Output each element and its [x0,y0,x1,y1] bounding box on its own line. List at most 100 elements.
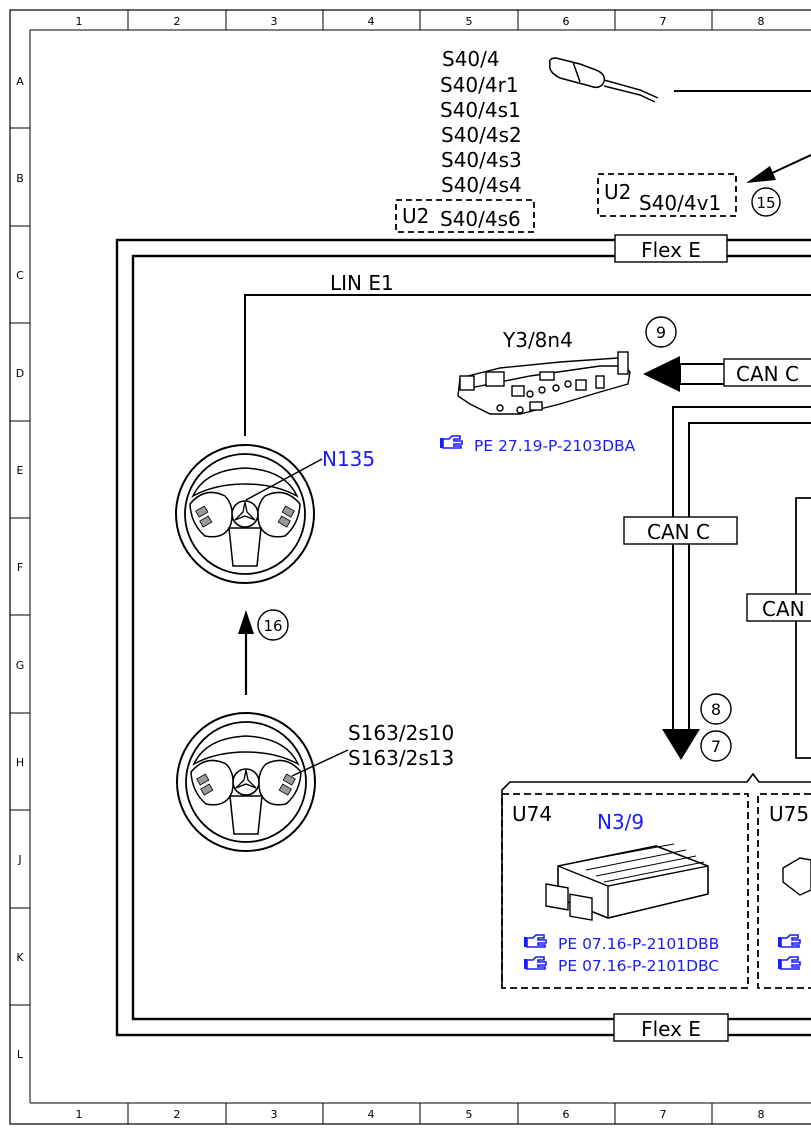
transmission-controller-icon [457,351,631,415]
col-label-bottom-5: 5 [466,1108,473,1121]
col-label-6: 6 [563,15,570,28]
label-s163-2s10: S163/2s10 [348,721,454,745]
row-label-f: F [17,561,23,574]
label-u74: U74 [512,802,552,826]
col-label-2: 2 [174,15,181,28]
row-label-c: C [16,269,24,282]
label-u2-1: U2 [402,204,429,228]
hand-pointer-icon [439,435,463,449]
control-unit-icon [545,843,709,921]
bus-can-c-outer [672,406,811,730]
callout-7 [700,730,732,762]
u2-box-s40-4s6 [395,199,535,233]
bus-text-flex-e-bottom: Flex E [641,1017,701,1041]
bus-label-flex-e-top [614,234,728,263]
label-s40-4s4: S40/4s4 [441,173,522,197]
col-label-bottom-6: 6 [563,1108,570,1121]
bus-text-can-partial: CAN [762,597,805,621]
label-s40-4s6: S40/4s6 [440,207,521,231]
hand-pointer-icon [523,956,547,970]
control-unit-icon-partial [782,857,811,896]
callout-8-text: 8 [711,700,721,719]
bus-label-flex-e-bottom [613,1013,729,1042]
col-label-bottom-3: 3 [271,1108,278,1121]
u75-box-partial [757,793,811,989]
col-label-bottom-2: 2 [174,1108,181,1121]
label-u2-2: U2 [604,180,631,204]
col-label-7: 7 [660,15,667,28]
steering-wheel-icon [175,444,315,584]
hand-pointer-icon [523,934,547,948]
col-label-1: 1 [76,15,83,28]
ref-n3-9-1[interactable]: PE 07.16-P-2101DBB [558,935,719,953]
partial-box-right [795,497,811,759]
arrow-16 [238,610,254,634]
ref-y3-8n4[interactable]: PE 27.19-P-2103DBA [474,437,636,455]
col-label-bottom-8: 8 [758,1108,765,1121]
leader-n135 [245,458,323,501]
hand-pointer-icon [777,934,801,948]
bus-text-can-c-vertical: CAN C [647,520,710,544]
u74-container-top [501,772,811,988]
row-label-b: B [16,172,24,185]
arrow-can-c-into-y3 [643,356,680,392]
bus-label-can-partial [746,593,811,622]
wire-to-s40-4v1 [769,154,811,175]
col-label-3: 3 [271,15,278,28]
col-label-5: 5 [466,15,473,28]
flex-e-inner [131,254,811,1021]
row-label-k: K [16,951,24,964]
label-s40-4r1: S40/4r1 [440,73,519,97]
bus-can-c-inner [688,422,811,730]
flex-e-outer [115,238,811,1037]
row-label-g: G [16,659,25,672]
callout-7-text: 7 [711,737,721,756]
col-label-4: 4 [368,15,375,28]
label-s40-4s2: S40/4s2 [441,123,522,147]
callout-16-text: 16 [263,617,282,635]
row-ruler-ticks [10,127,30,1006]
label-s163-2s13: S163/2s13 [348,746,454,770]
row-label-h: H [16,756,24,769]
row-label-l: L [17,1048,24,1061]
col-label-bottom-1: 1 [76,1108,83,1121]
row-label-d: D [16,367,24,380]
callout-15 [751,187,781,217]
bus-text-flex-e-top: Flex E [641,238,701,262]
bus-text-lin-e1: LIN E1 [330,271,394,295]
u74-box [501,793,749,989]
bus-label-can-c-vertical [623,516,738,545]
callout-9-text: 9 [656,323,666,342]
bus-text-can-c-right: CAN C [736,362,799,386]
callout-15-text: 15 [756,194,775,212]
row-label-a: A [16,75,24,88]
row-label-e: E [17,464,24,477]
label-s40-4: S40/4 [442,47,500,71]
col-label-bottom-4: 4 [368,1108,375,1121]
combination-switch-icon [548,57,659,103]
row-label-j: J [17,853,21,866]
leader-s163 [291,749,349,777]
callout-9 [645,316,677,348]
label-s40-4s1: S40/4s1 [440,98,521,122]
col-label-bottom-7: 7 [660,1108,667,1121]
hand-pointer-icon [777,956,801,970]
label-s40-4s3: S40/4s3 [441,148,522,172]
label-u75-partial: U75 [769,802,809,826]
callout-16 [257,609,289,641]
bus-label-can-c-right [723,358,811,387]
col-label-8: 8 [758,15,765,28]
ref-n3-9-2[interactable]: PE 07.16-P-2101DBC [558,957,719,975]
label-s40-4v1: S40/4v1 [639,191,721,215]
outer-frame [9,9,811,1125]
wire-lin-e1 [244,294,811,436]
column-ruler-ticks [127,10,713,1124]
label-n3-9[interactable]: N3/9 [597,810,644,834]
steering-wheel-icon [176,712,316,852]
arrow-to-s40-4v1 [746,166,776,183]
label-y3-8n4: Y3/8n4 [502,328,573,352]
callout-8 [700,693,732,725]
arrow-can-c-down [662,729,700,760]
label-n135[interactable]: N135 [322,447,375,471]
